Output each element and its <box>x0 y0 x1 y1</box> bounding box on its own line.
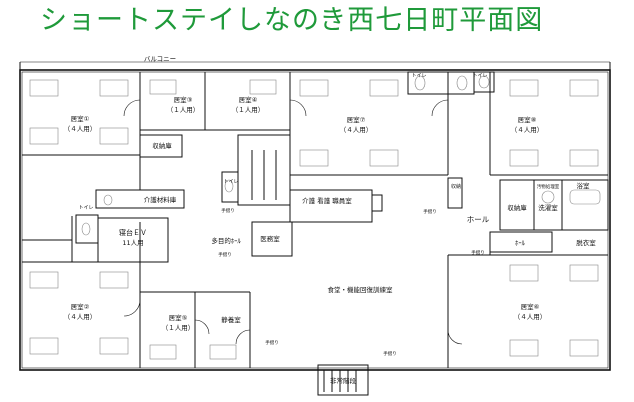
storage-right-label: 収納庫 <box>507 203 527 212</box>
laundry-top-label: 汚物処理室 <box>537 183 560 190</box>
emergency-stairs-label: 非常階段 <box>330 376 357 385</box>
room4-name: 居室④ <box>239 95 258 104</box>
handrail-label-2: 手摺り <box>423 208 437 215</box>
toilet-label-stairs: トイレ <box>223 179 238 185</box>
page-title: ショートステイしなのき西七日町平面図 <box>40 5 544 36</box>
room8-name: 居室⑧ <box>518 115 537 124</box>
stretcher-ev-label: 寝台ＥＶ <box>119 228 147 237</box>
storage-left-label: 収納庫 <box>152 141 172 150</box>
room1-name: 居室① <box>71 114 90 123</box>
handrail-label-4: 手摺り <box>471 249 485 256</box>
hall-small-label: ﾎｰﾙ <box>515 239 526 247</box>
handrail-label-3: 手摺り <box>218 251 232 258</box>
changing-room-label: 脱衣室 <box>576 238 596 247</box>
toilet-label-top-2: トイレ <box>472 73 487 79</box>
medical-room-label: 医務室 <box>260 234 280 243</box>
toilet-label-top-1: トイレ <box>411 73 426 79</box>
multipurpose-hall-label: 多目的ﾎｰﾙ <box>211 236 241 245</box>
room5-name: 居室⑤ <box>169 313 188 322</box>
handrail-label-1: 手摺り <box>221 207 235 214</box>
room7-capacity: （４人用） <box>340 126 373 134</box>
furniture-fixtures <box>29 75 601 360</box>
room7-name: 居室⑦ <box>347 115 366 124</box>
room5-capacity: （１人用） <box>162 324 195 332</box>
room3-name: 居室③ <box>174 95 193 104</box>
handrail-label-6: 手摺り <box>383 350 397 357</box>
room1-capacity: （４人用） <box>64 125 97 133</box>
handrail-label-5: 手摺り <box>265 339 279 346</box>
room4-capacity: （１人用） <box>232 106 265 114</box>
floor-plan-walls <box>19 61 611 396</box>
room2-capacity: （４人用） <box>64 313 97 321</box>
room-labels: バルコニー 居室③ （１人用） 居室④ （１人用） 居室① （４人用） 居室⑦ … <box>64 55 597 385</box>
laundry-label: 洗濯室 <box>538 203 558 212</box>
dining-label: 食堂・機能回復訓練室 <box>328 285 394 294</box>
hall-main-label: ホール <box>467 215 490 224</box>
bath-label: 浴室 <box>577 181 591 190</box>
toilet-label-left: トイレ <box>78 205 93 211</box>
office-label: 介護 看護 職員室 <box>302 196 352 205</box>
door-swings <box>123 99 463 345</box>
quiet-room-label: 静養室 <box>221 315 241 324</box>
room3-capacity: （１人用） <box>167 106 200 114</box>
room8-capacity: （４人用） <box>511 126 544 134</box>
room6-capacity: （４人用） <box>514 313 547 321</box>
balcony-label: バルコニー <box>144 55 176 63</box>
gate-label: 収納 <box>451 183 461 190</box>
care-supplies-label: 介護材料庫 <box>144 195 177 204</box>
room2-name: 居室② <box>71 302 90 311</box>
room6-name: 居室⑥ <box>521 302 540 311</box>
ev-capacity-label: 11人用 <box>122 239 143 247</box>
